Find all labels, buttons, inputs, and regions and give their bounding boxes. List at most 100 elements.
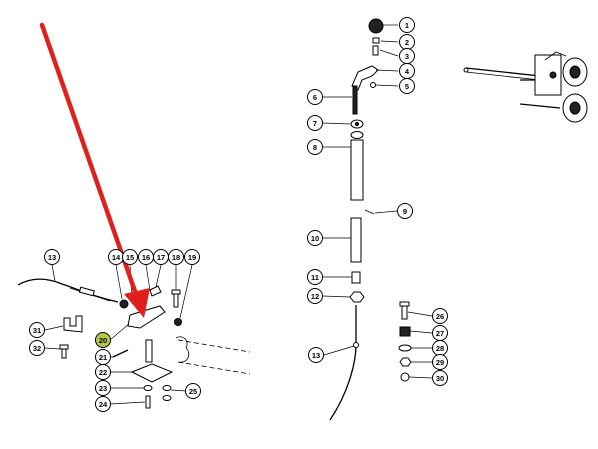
lever-plate [127,305,166,329]
callout-circle [399,78,415,94]
bolt-26 [401,304,408,320]
callout-c26: 26 [432,308,448,324]
callout-label: 21 [99,353,107,362]
callout-circle [432,370,448,386]
callout-label: 15 [126,253,134,262]
callout-circle [307,288,323,304]
callout-label: 19 [188,253,196,262]
washer-28 [398,344,412,352]
callout-c2: 2 [399,34,415,50]
callout-c14: 14 [108,249,124,265]
callout-c18: 18 [168,249,184,265]
threaded-rod [352,85,358,115]
callout-label: 24 [99,400,108,409]
callout-label: 8 [313,143,317,152]
callout-c1: 1 [399,17,415,33]
callout-c22: 22 [95,364,111,380]
callout-c27: 27 [432,325,448,341]
callout-label: 5 [405,82,409,91]
callout-c24: 24 [95,396,111,412]
callout-c16: 16 [138,249,154,265]
callout-c6: 6 [307,89,323,105]
callout-circle [432,354,448,370]
upper-tube [350,139,364,201]
callout-circle [122,249,138,265]
callout-circle [307,115,323,131]
callout-label: 16 [142,253,150,262]
nut-30 [400,372,410,382]
callout-label: 9 [403,207,407,216]
callout-c23: 23 [95,380,111,396]
callout-circle [432,308,448,324]
callout-c12: 12 [307,288,323,304]
callout-circle [29,322,45,338]
callout-c15: 15 [122,249,138,265]
callout-circle [29,340,45,356]
callout-circle [95,380,111,396]
callout-circle [168,249,184,265]
callout-label: 1 [405,21,409,30]
bracket [534,54,562,96]
callout-circle [184,249,200,265]
callout-circle [95,364,111,380]
callout-circle [397,203,413,219]
callout-c32: 32 [29,340,45,356]
callout-label: 27 [436,329,444,338]
clevis-17 [149,285,162,297]
callout-c11: 11 [307,269,323,285]
callout-c19: 19 [184,249,200,265]
callout-label: 2 [405,38,409,47]
callout-c4: 4 [399,63,415,79]
nut [349,291,365,303]
chassis-outline [177,339,251,375]
callout-c28: 28 [432,340,448,356]
callout-c9: 9 [397,203,413,219]
callout-label: 17 [157,253,165,262]
callout-label: 13 [312,351,320,360]
lever [351,65,379,91]
callout-circle [307,89,323,105]
callout-circle [399,17,415,33]
callout-c25: 25 [185,383,201,399]
knob [368,18,384,34]
callout-c29: 29 [432,354,448,370]
ball-joint [119,299,129,309]
callout-circle [95,332,111,348]
left-assembly [17,278,251,409]
callout-label: 13 [48,253,56,262]
split-pin [364,209,375,215]
nut-25b [162,395,172,401]
callout-c17: 17 [153,249,169,265]
callout-c7: 7 [307,115,323,131]
pin [370,82,376,88]
callout-c8: 8 [307,139,323,155]
callout-label: 18 [172,253,180,262]
bracket-31 [63,315,83,333]
callout-c13r: 13 [308,347,324,363]
callout-circle [308,347,324,363]
washer-23 [143,385,153,391]
callout-c20: 20 [95,332,111,348]
cable-right [329,305,357,421]
callout-c13l: 13 [44,249,60,265]
callout-label: 32 [33,344,41,353]
callout-label: 3 [405,52,409,61]
spring-27 [399,326,411,337]
callout-label: 6 [313,93,317,102]
right-assembly [329,18,412,421]
callout-circle [44,249,60,265]
nut-25a [162,385,172,391]
lower-tube [350,217,362,263]
callout-c10: 10 [307,230,323,246]
callout-circle [307,139,323,155]
callout-label: 12 [311,292,319,301]
pin-21 [112,349,129,358]
base-plate [130,363,174,383]
callout-label: 7 [313,119,317,128]
cable-left [17,278,119,303]
block [351,271,361,284]
stud [372,45,379,56]
callout-circle [307,269,323,285]
